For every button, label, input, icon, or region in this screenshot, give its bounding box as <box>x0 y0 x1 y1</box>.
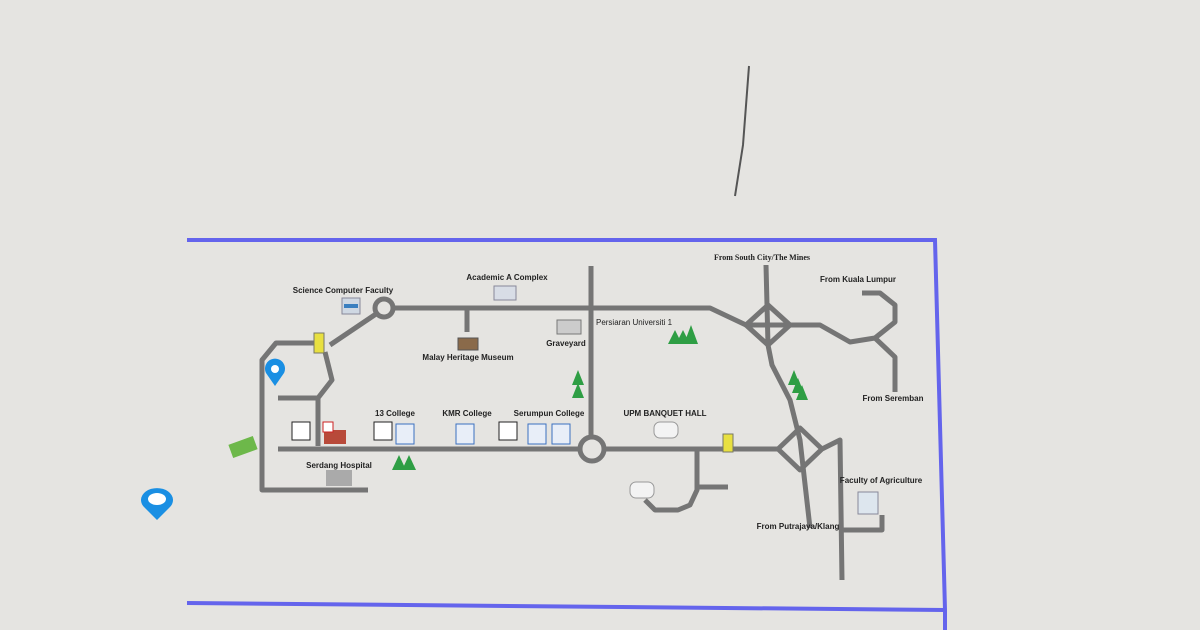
restaurant-icons <box>291 421 518 441</box>
label-academic-a-complex: Academic A Complex <box>466 273 548 282</box>
selection-border <box>186 238 947 630</box>
drawn-line <box>734 65 750 197</box>
label-13-college: 13 College <box>374 409 416 418</box>
label-graveyard: Graveyard <box>546 339 586 348</box>
label-kmr-college: KMR College <box>442 409 492 418</box>
label-faculty-of-agriculture: Faculty of Agriculture <box>839 476 923 485</box>
label-from-kuala-lumpur: From Kuala Lumpur <box>819 275 897 284</box>
label-malay-heritage-museum: Malay Heritage Museum <box>422 353 514 362</box>
building-icons <box>228 285 879 515</box>
current-location-icon[interactable] <box>141 488 173 520</box>
roads <box>259 264 898 581</box>
label-from-south-city: From South City/The Mines <box>713 253 811 262</box>
label-serdang-hospital: Serdang Hospital <box>306 461 372 470</box>
label-persiaran-universiti: Persiaran Universiti 1 <box>595 318 673 327</box>
tree-icons <box>392 325 808 470</box>
label-serumpun-college: Serumpun College <box>513 409 585 418</box>
label-from-putrajaya: From Putrajaya/Klang <box>756 522 840 531</box>
label-from-seremban: From Seremban <box>862 394 924 403</box>
label-science-computer-faculty: Science Computer Faculty <box>292 286 394 295</box>
location-pin-icon[interactable] <box>265 358 285 386</box>
label-upm-banquet-hall: UPM BANQUET HALL <box>623 409 707 418</box>
